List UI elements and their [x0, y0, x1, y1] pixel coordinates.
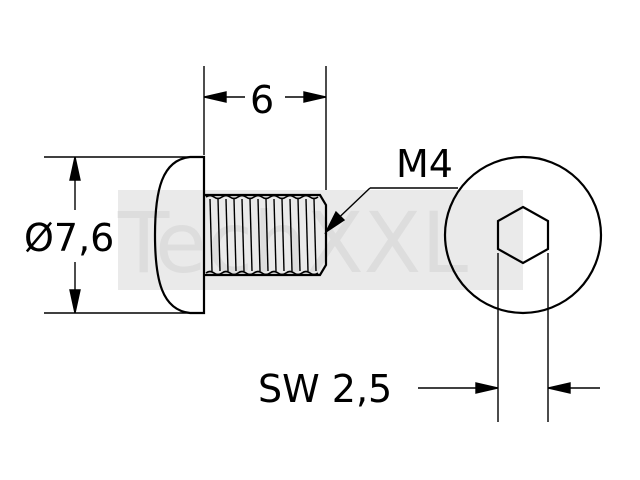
thread-leader: [324, 187, 458, 235]
length-label: 6: [250, 78, 274, 122]
head-diameter-dimension: [44, 156, 200, 314]
wrench-size-dimension: [418, 253, 600, 422]
thread-label: M4: [396, 142, 453, 186]
thread-lines: [209, 198, 317, 272]
head-diameter-label: Ø7,6: [24, 216, 114, 260]
watermark-text: TechXXL: [117, 194, 468, 292]
head-circle: [443, 155, 603, 315]
thread-top: [205, 194, 319, 200]
watermark: TechXXL: [117, 190, 523, 292]
screw-head: [153, 155, 206, 315]
screw-end-view: [443, 155, 603, 315]
screw-side-view: [153, 155, 328, 315]
length-dimension: [203, 66, 327, 190]
hex-socket: [496, 205, 550, 265]
wrench-size-label: SW 2,5: [258, 367, 392, 411]
screw-shank: [204, 193, 328, 277]
thread-bottom: [205, 270, 319, 276]
